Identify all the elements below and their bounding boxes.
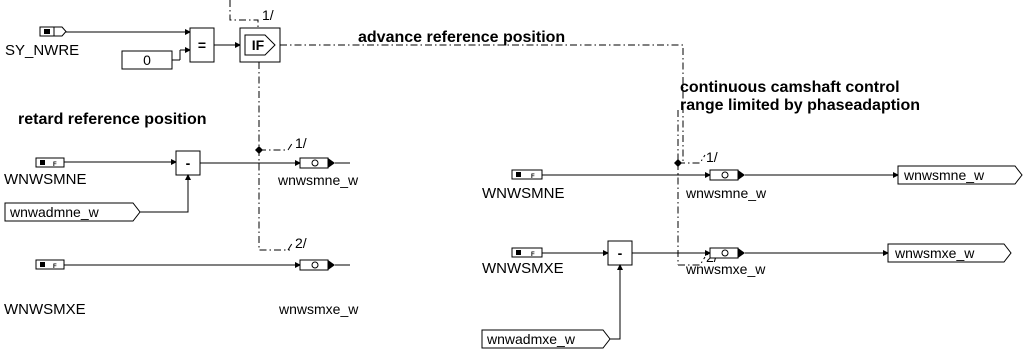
svg-text:F: F: [531, 174, 535, 180]
out-port-wnwsmxe-label: wnwsmxe_w: [894, 245, 975, 261]
input-sy-nwre[interactable]: [39, 26, 67, 37]
equal-comparator[interactable]: [189, 27, 215, 63]
annot-retard: retard reference position: [18, 111, 207, 128]
constant-value: 0: [143, 52, 151, 68]
input-wnwsmxe-left[interactable]: F: [35, 259, 65, 270]
input-wnwadmne-label: wnwadmne_w: [9, 204, 100, 220]
output-wnwsmxe-right-label: wnwsmxe_w: [685, 261, 766, 277]
input-wnwsmne-right-label: WNWSMNE: [482, 185, 565, 202]
out-port-wnwsmne-label: wnwsmne_w: [903, 167, 985, 183]
out-port-wnwsmne[interactable]: [897, 165, 1023, 185]
input-wnwadmxe[interactable]: [481, 329, 611, 349]
output-wnwsmxe-left[interactable]: [299, 259, 335, 271]
if-ctrl-label: 1/: [262, 7, 274, 23]
output-wnwsmne-right[interactable]: [709, 169, 745, 181]
output-wnwsmne-left-label: wnwsmne_w: [277, 172, 359, 188]
input-wnwsmxe-right-label: WNWSMXE: [482, 260, 564, 277]
right-ctrl-label-1: 1/: [706, 149, 718, 165]
output-wnwsmne-left[interactable]: [299, 157, 335, 169]
subtract-operator-left: -: [186, 155, 191, 171]
if-label: IF: [252, 37, 265, 53]
output-wnwsmxe-left-label: wnwsmxe_w: [278, 301, 359, 317]
annot-advance: advance reference position: [358, 29, 565, 46]
input-wnwsmne-left-label: WNWSMNE: [4, 171, 87, 188]
svg-text:F: F: [53, 264, 57, 270]
input-wnwsmne-left[interactable]: F: [35, 157, 65, 168]
subtract-operator-right: -: [618, 245, 623, 261]
svg-text:F: F: [531, 252, 535, 258]
if-block[interactable]: IF: [239, 27, 281, 63]
out-port-wnwsmxe[interactable]: [887, 243, 1012, 263]
ctrl-label-1: 1/: [295, 135, 307, 151]
annot-continuous-line1: continuous camshaft control: [680, 79, 900, 96]
input-wnwadmxe-label: wnwadmxe_w: [486, 331, 576, 347]
input-wnwsmxe-left-label: WNWSMXE: [4, 301, 86, 318]
equal-operator: =: [198, 37, 206, 53]
output-wnwsmne-right-label: wnwsmne_w: [685, 185, 767, 201]
input-wnwsmxe-right[interactable]: F: [511, 247, 543, 258]
annot-continuous-line2: range limited by phaseadaption: [680, 97, 920, 114]
ctrl-label-2: 2/: [295, 235, 307, 251]
input-wnwadmne[interactable]: [4, 202, 141, 222]
output-wnwsmxe-right[interactable]: [709, 247, 745, 259]
svg-text:F: F: [53, 162, 57, 168]
input-wnwsmne-right[interactable]: F: [511, 169, 543, 180]
input-sy-nwre-label: SY_NWRE: [5, 42, 79, 59]
